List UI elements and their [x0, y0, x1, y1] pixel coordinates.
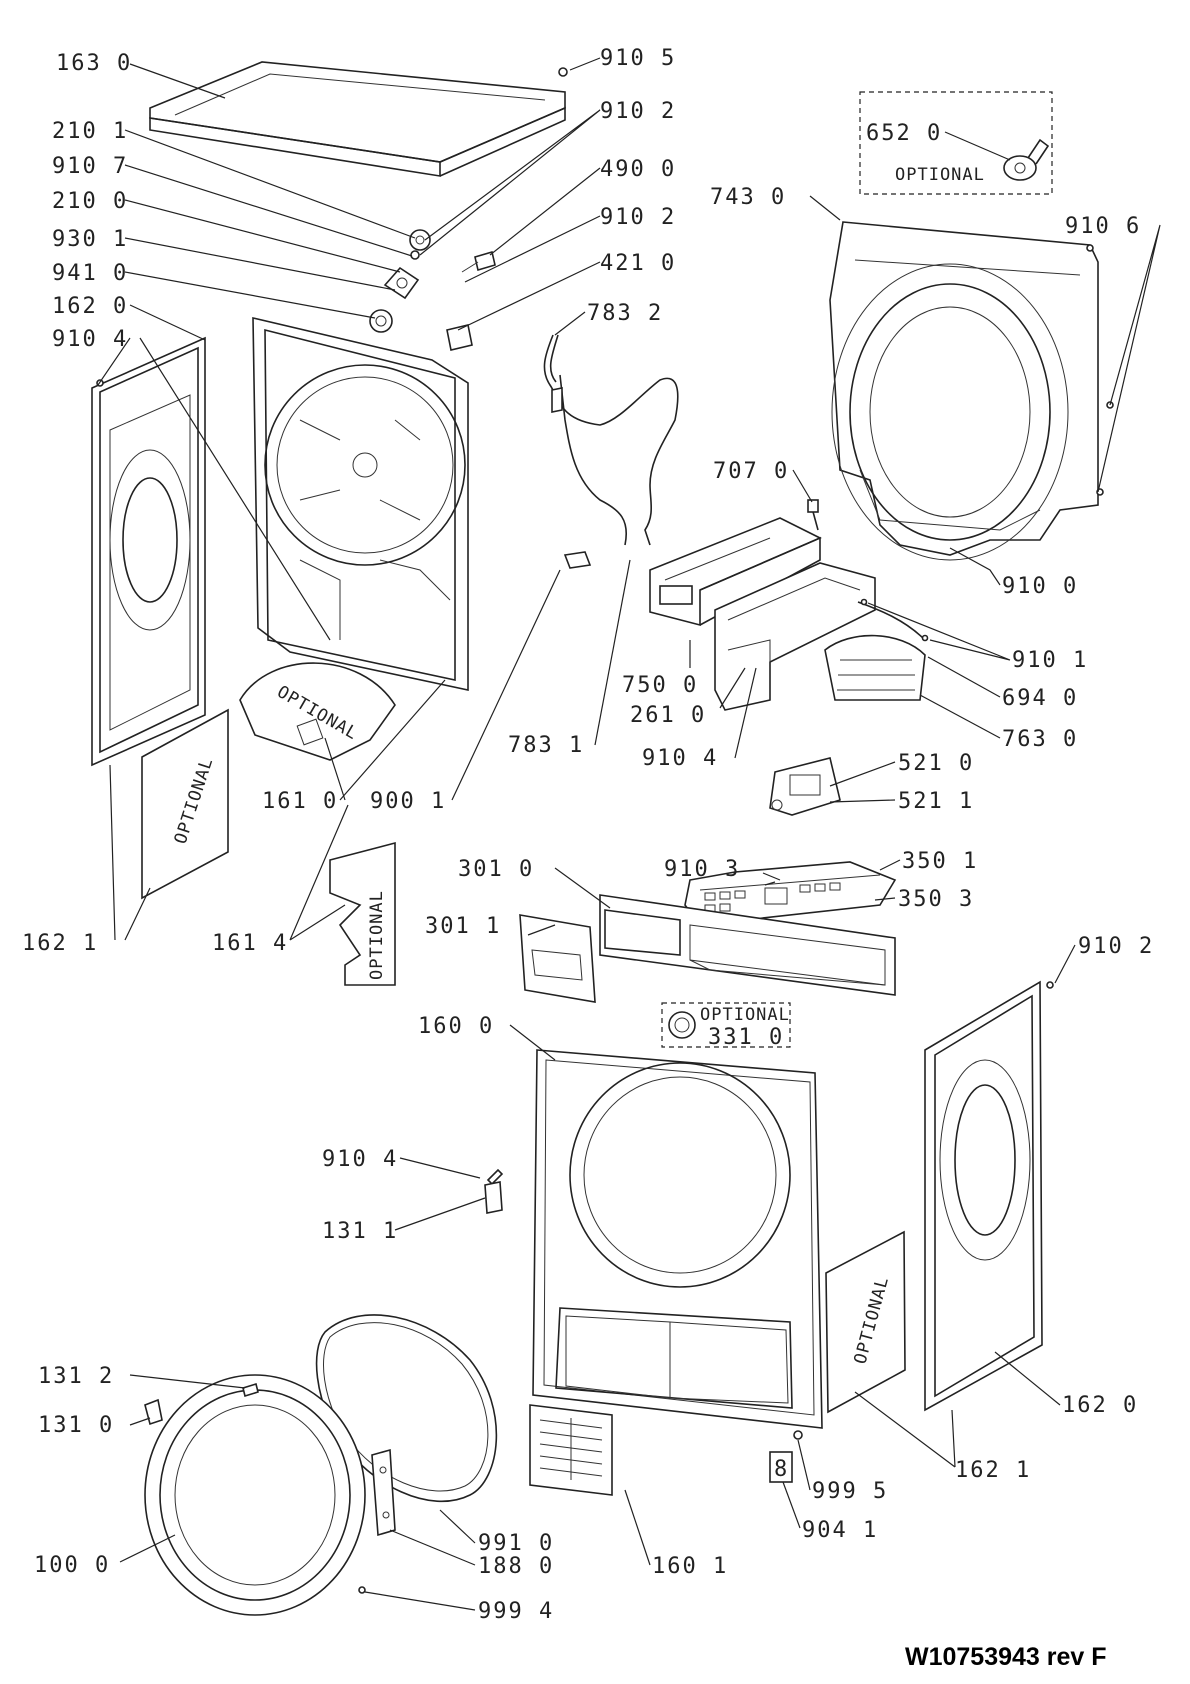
rear-panel — [252, 316, 469, 691]
small-hardware-bottom — [144, 1168, 803, 1594]
right-side-panel — [924, 980, 1054, 1412]
optional-label-rear: OPTIONAL — [274, 682, 362, 744]
label-521-0: 521 0 — [898, 751, 974, 776]
label-707-0: 707 0 — [713, 459, 789, 484]
label-783-2: 783 2 — [587, 301, 663, 326]
drawing-reference: W10753943 rev F — [905, 1643, 1107, 1671]
optional-label-filler: OPTIONAL — [367, 890, 387, 980]
optional-box-331 — [661, 1002, 791, 1048]
label-910-3: 910 3 — [664, 857, 740, 882]
label-161-0: 161 0 — [262, 789, 338, 814]
badge-text: 8 — [774, 1457, 789, 1482]
optional-insulation-left — [141, 708, 229, 900]
front-bulkhead — [829, 221, 1114, 561]
label-910-0: 910 0 — [1002, 574, 1078, 599]
label-301-1: 301 1 — [425, 914, 501, 939]
label-163-0: 163 0 — [56, 51, 132, 76]
label-652-0: 652 0 — [866, 121, 942, 146]
label-261-0: 261 0 — [630, 703, 706, 728]
label-910-4-left: 910 4 — [52, 327, 128, 352]
label-100-0: 100 0 — [34, 1553, 110, 1578]
optional-box-652 — [859, 91, 1053, 195]
label-162-1-right: 162 1 — [955, 1458, 1031, 1483]
label-910-5: 910 5 — [600, 46, 676, 71]
label-521-1: 521 1 — [898, 789, 974, 814]
label-188-0: 188 0 — [478, 1554, 554, 1579]
bearing-parts — [369, 67, 568, 351]
label-763-0: 763 0 — [1002, 727, 1078, 752]
label-131-2: 131 2 — [38, 1364, 114, 1389]
label-131-0: 131 0 — [38, 1413, 114, 1438]
label-490-0: 490 0 — [600, 157, 676, 182]
optional-label-left-panel: OPTIONAL — [171, 755, 218, 847]
optional-rear-cover — [239, 662, 396, 761]
optional-label-right-panel: OPTIONAL — [851, 1274, 894, 1366]
part-labels: 163 0 910 5 210 1 910 2 910 7 490 0 210 … — [22, 46, 1154, 1624]
optional-insulation-right — [825, 1230, 906, 1414]
label-930-1: 930 1 — [52, 227, 128, 252]
water-container — [649, 517, 822, 627]
label-301-0: 301 0 — [458, 857, 534, 882]
control-knob-insert — [519, 914, 596, 1003]
label-694-0: 694 0 — [1002, 686, 1078, 711]
left-side-panel — [91, 336, 206, 767]
optional-label-331: OPTIONAL — [700, 1005, 790, 1025]
door-hinge — [371, 1448, 396, 1537]
filter-parts — [807, 499, 929, 701]
kickplate-grille — [529, 1404, 613, 1496]
label-350-1: 350 1 — [902, 849, 978, 874]
label-350-3: 350 3 — [898, 887, 974, 912]
label-910-7: 910 7 — [52, 154, 128, 179]
label-162-1-left: 162 1 — [22, 931, 98, 956]
control-panel — [599, 894, 896, 996]
label-161-4: 161 4 — [212, 931, 288, 956]
label-162-0-right: 162 0 — [1062, 1393, 1138, 1418]
label-331-0: 331 0 — [708, 1025, 784, 1050]
label-210-0: 210 0 — [52, 189, 128, 214]
label-421-0: 421 0 — [600, 251, 676, 276]
label-910-2-right: 910 2 — [1078, 934, 1154, 959]
label-904-1: 904 1 — [802, 1518, 878, 1543]
leader-lines — [97, 57, 1161, 1611]
label-131-1: 131 1 — [322, 1219, 398, 1244]
power-board — [769, 757, 841, 816]
optional-rear-filler — [329, 841, 396, 986]
door — [144, 1374, 366, 1616]
optional-label-652: OPTIONAL — [895, 165, 985, 185]
front-panel — [532, 1049, 823, 1429]
label-999-4: 999 4 — [478, 1599, 554, 1624]
label-743-0: 743 0 — [710, 185, 786, 210]
label-210-1: 210 1 — [52, 119, 128, 144]
label-160-0: 160 0 — [418, 1014, 494, 1039]
top-cover — [149, 61, 566, 177]
label-910-4-mid: 910 4 — [642, 746, 718, 771]
label-910-1: 910 1 — [1012, 648, 1088, 673]
label-941-0: 941 0 — [52, 261, 128, 286]
label-910-4-bottom: 910 4 — [322, 1147, 398, 1172]
label-999-5: 999 5 — [812, 1479, 888, 1504]
label-910-2-mid: 910 2 — [600, 205, 676, 230]
label-783-1: 783 1 — [508, 733, 584, 758]
label-160-1: 160 1 — [652, 1554, 728, 1579]
label-162-0-left: 162 0 — [52, 294, 128, 319]
badge-904: 8 — [769, 1451, 793, 1483]
label-910-2-top: 910 2 — [600, 99, 676, 124]
label-910-6: 910 6 — [1065, 214, 1141, 239]
label-991-0: 991 0 — [478, 1531, 554, 1556]
label-900-1: 900 1 — [370, 789, 446, 814]
label-750-0: 750 0 — [622, 673, 698, 698]
wiring-harness — [543, 334, 679, 569]
